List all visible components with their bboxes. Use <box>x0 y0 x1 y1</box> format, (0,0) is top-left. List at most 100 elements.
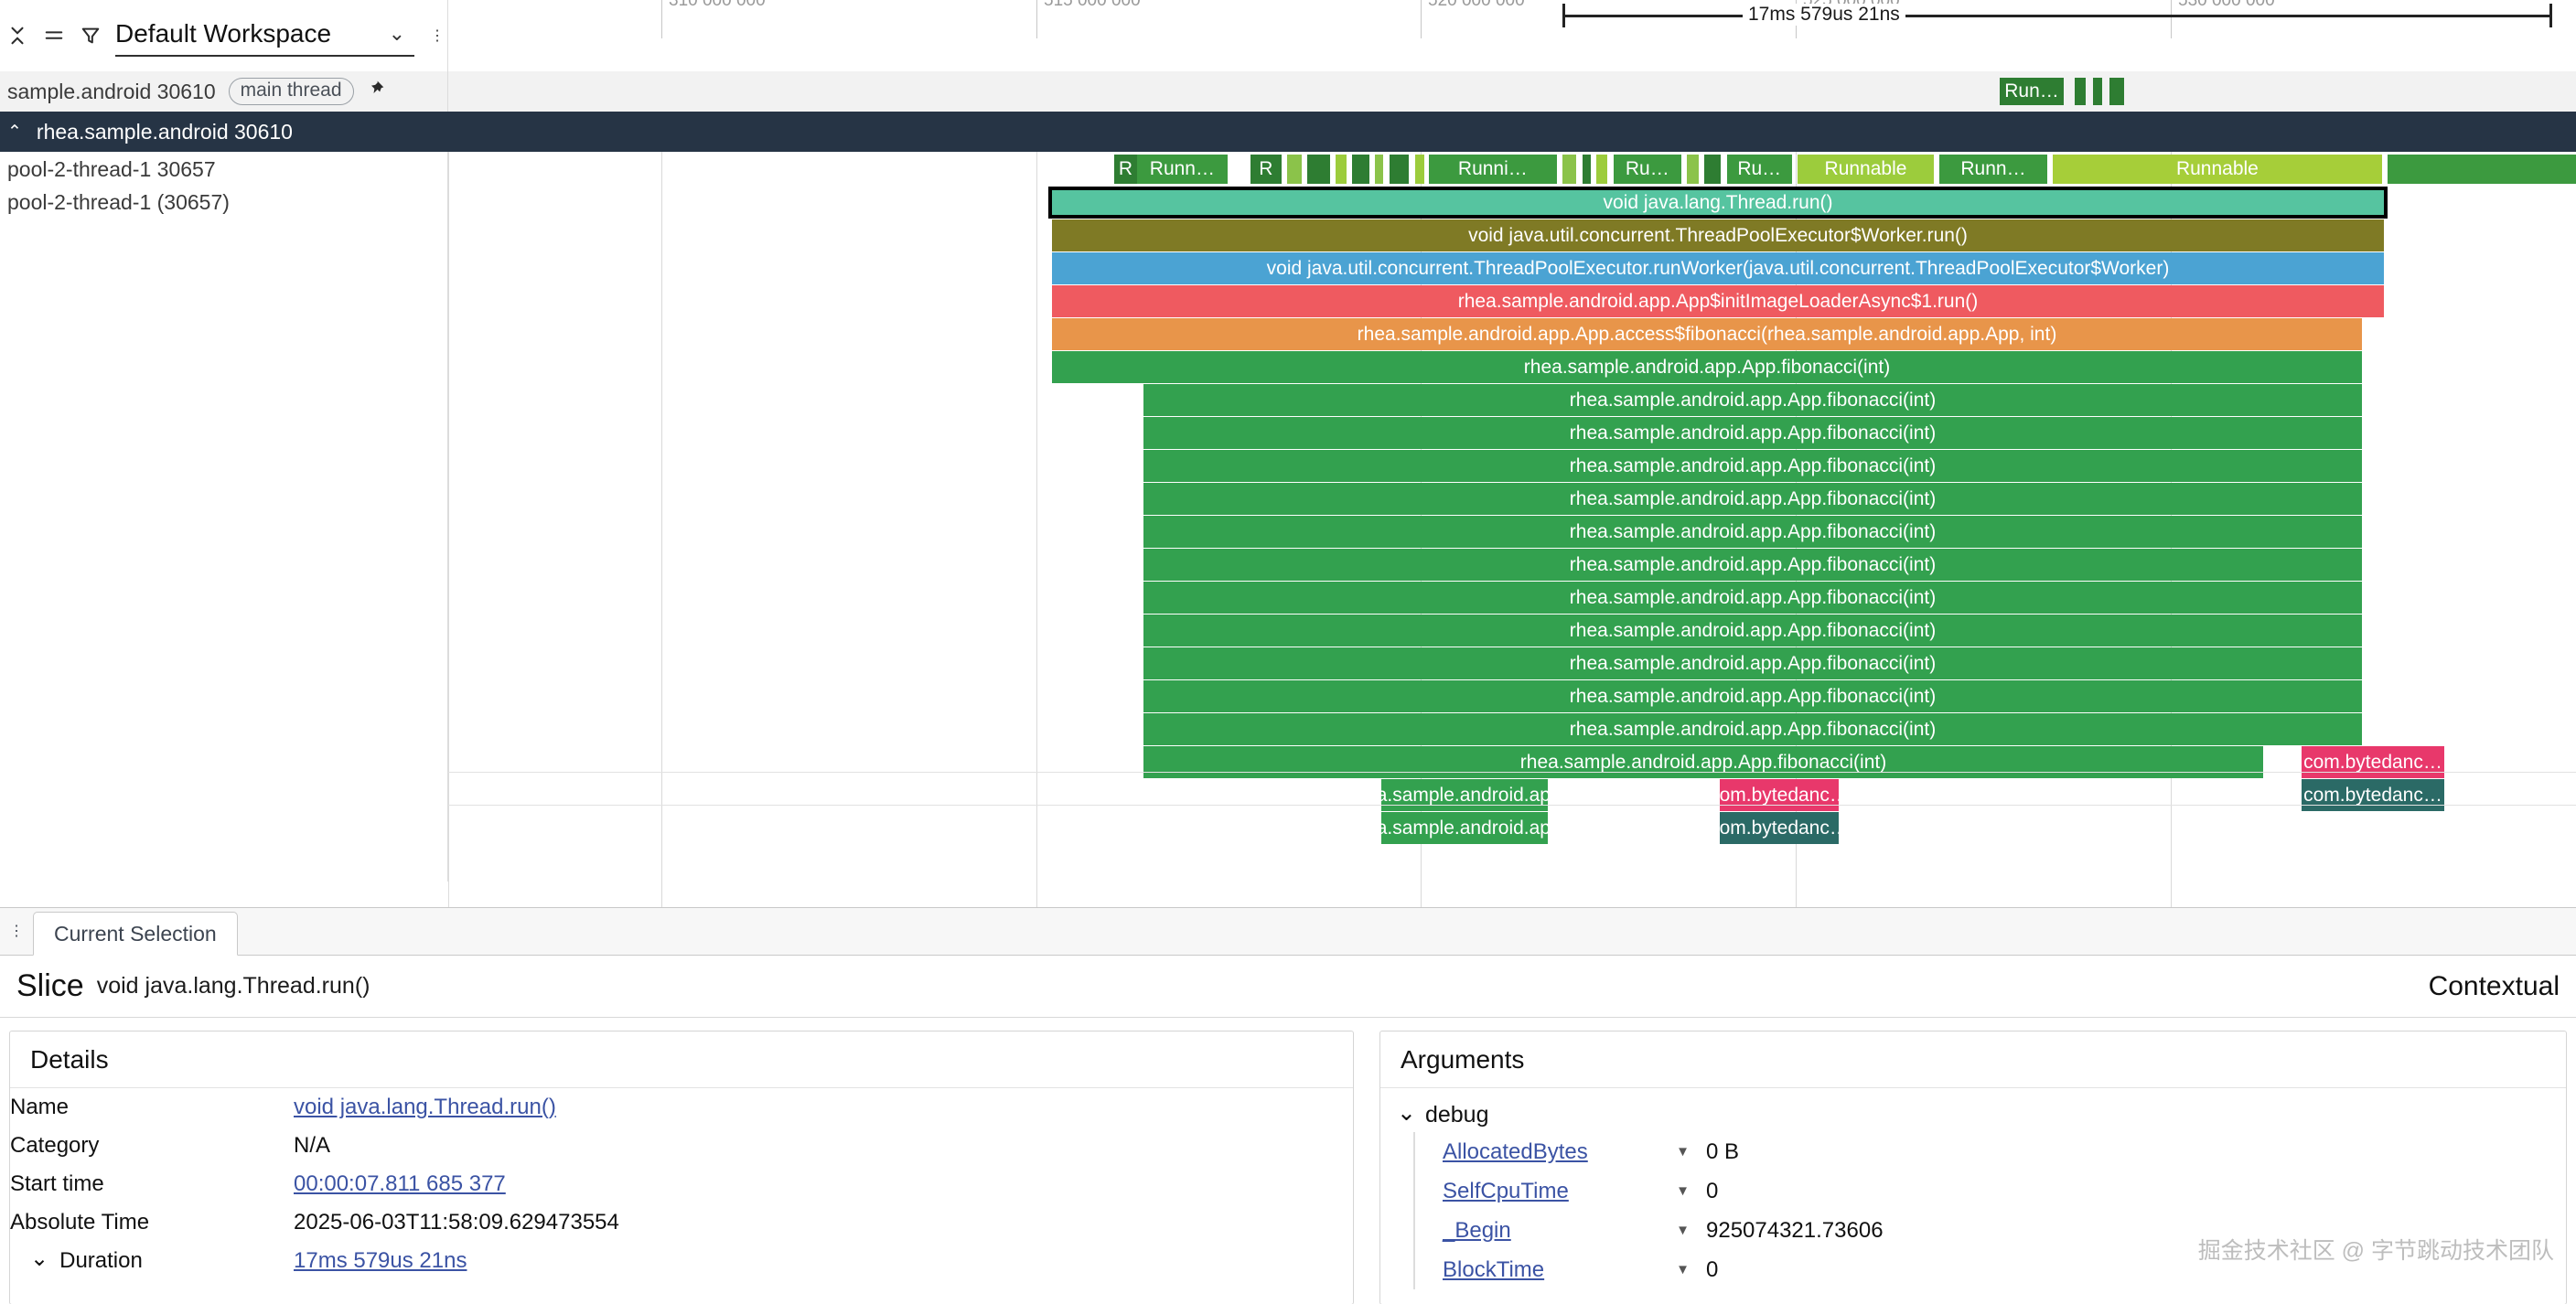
thread-state-slice[interactable] <box>1389 155 1410 184</box>
slice-canvas[interactable]: void java.lang.Thread.run()void java.uti… <box>448 187 2576 882</box>
thread-state-slice[interactable] <box>1287 155 1302 184</box>
argument-key-wrap[interactable]: SelfCpuTime ▼ <box>1443 1179 1690 1204</box>
thread-state-slice[interactable]: Running <box>2387 155 2576 184</box>
thread-state-slice[interactable]: Ru… <box>1613 155 1681 184</box>
pin-icon[interactable] <box>367 80 385 103</box>
process-summary-canvas[interactable]: Run… <box>448 71 2576 112</box>
chevron-down-icon[interactable]: ▼ <box>1676 1144 1690 1160</box>
thread-state-slice[interactable]: Run… <box>2000 78 2064 105</box>
slice[interactable]: rhea.sample.android.app.App.fibonacci(in… <box>1143 680 2362 712</box>
thread-state-slice[interactable] <box>1375 155 1384 184</box>
chevron-down-icon[interactable]: ⌄ <box>1397 1100 1416 1126</box>
thread-state-slice[interactable]: Runnable <box>2053 155 2382 184</box>
slice[interactable]: rhea.sample.android.app… <box>1381 779 1548 811</box>
chevron-down-icon[interactable]: ▼ <box>1676 1183 1690 1199</box>
details-value[interactable]: 00:00:07.811 685 377 <box>294 1165 1353 1203</box>
slice[interactable]: rhea.sample.android.app.App.fibonacci(in… <box>1143 746 2263 778</box>
thread-state-slice[interactable]: Runn… <box>1939 155 2047 184</box>
slice[interactable]: rhea.sample.android.app.App.fibonacci(in… <box>1143 384 2362 416</box>
thread-state-slice[interactable]: Runni… <box>1429 155 1557 184</box>
selection-handle[interactable] <box>2549 4 2552 27</box>
panel-drag-handle-icon[interactable]: ⋮ <box>9 924 24 939</box>
slice[interactable]: rhea.sample.android.app.App.fibonacci(in… <box>1052 351 2362 383</box>
details-key[interactable]: ⌄Duration <box>30 1246 143 1273</box>
argument-key-wrap[interactable]: AllocatedBytes ▼ <box>1443 1139 1690 1165</box>
slice[interactable]: rhea.sample.android.app.App.fibonacci(in… <box>1143 582 2362 614</box>
slice[interactable]: com.bytedanc… <box>1720 812 1839 844</box>
chevron-down-icon[interactable]: ▼ <box>1676 1223 1690 1238</box>
argument-key-wrap[interactable]: BlockTime ▼ <box>1443 1257 1690 1283</box>
thread-state-slice[interactable] <box>1596 155 1608 184</box>
chevron-down-icon[interactable]: ▼ <box>1676 1262 1690 1277</box>
slice[interactable]: rhea.sample.android.app… <box>1381 812 1548 844</box>
slice[interactable]: rhea.sample.android.app.App.fibonacci(in… <box>1143 549 2362 581</box>
tab-current-selection[interactable]: Current Selection <box>33 912 238 956</box>
thread-state-slice[interactable] <box>2109 78 2124 105</box>
workspace-selector[interactable]: Default Workspace ⌄ <box>115 15 414 57</box>
slice[interactable]: void java.lang.Thread.run() <box>1048 187 2388 219</box>
track-process-group[interactable]: ⌃rhea.sample.android 30610 <box>0 112 2576 152</box>
thread-state-slice[interactable]: R <box>1114 155 1137 184</box>
menu-icon[interactable] <box>42 24 66 48</box>
thread-state-slice[interactable] <box>1687 155 1699 184</box>
slice[interactable]: void java.util.concurrent.ThreadPoolExec… <box>1052 219 2384 251</box>
arguments-group-label: debug <box>1424 1101 1489 1128</box>
chevron-up-icon[interactable]: ⌃ <box>7 122 22 142</box>
argument-key-wrap[interactable]: _Begin ▼ <box>1443 1218 1690 1244</box>
track-gridline <box>448 71 449 907</box>
slice[interactable]: rhea.sample.android.app.App.fibonacci(in… <box>1143 713 2362 745</box>
thread-state-slice[interactable] <box>1306 155 1330 184</box>
details-value[interactable]: void java.lang.Thread.run() <box>294 1088 1353 1127</box>
thread-state-slice[interactable] <box>2075 78 2086 105</box>
slice[interactable]: rhea.sample.android.app.App$initImageLoa… <box>1052 285 2384 317</box>
selection-handle[interactable] <box>1562 4 1565 27</box>
argument-key[interactable]: SelfCpuTime <box>1443 1178 1569 1203</box>
thread-state-slice[interactable] <box>2093 78 2102 105</box>
collapse-icon[interactable] <box>5 24 29 48</box>
chevron-down-icon[interactable]: ⌄ <box>388 22 405 45</box>
details-value-link[interactable]: void java.lang.Thread.run() <box>294 1095 556 1119</box>
argument-key[interactable]: BlockTime <box>1443 1256 1545 1282</box>
thread-state-slice[interactable]: R <box>1250 155 1282 184</box>
track-label-slices[interactable]: pool-2-thread-1 (30657) <box>0 187 448 882</box>
slice[interactable]: rhea.sample.android.app.App.fibonacci(in… <box>1143 417 2362 449</box>
slice[interactable]: void java.util.concurrent.ThreadPoolExec… <box>1052 252 2384 284</box>
slice[interactable]: rhea.sample.android.app.App.fibonacci(in… <box>1143 647 2362 679</box>
slice[interactable]: rhea.sample.android.app.App.fibonacci(in… <box>1143 450 2362 482</box>
workspace-kebab-icon[interactable]: ⋮ <box>430 28 445 44</box>
arguments-group-debug[interactable]: ⌄ debug <box>1380 1088 2566 1132</box>
chevron-down-icon[interactable]: ⌄ <box>30 1246 49 1271</box>
thread-state-slice[interactable]: Runn… <box>1136 155 1228 184</box>
details-value[interactable]: 17ms 579us 21ns <box>294 1242 1353 1280</box>
thread-state-slice[interactable] <box>1703 155 1722 184</box>
selection-span[interactable] <box>1562 15 2552 17</box>
slice[interactable]: rhea.sample.android.app.App.fibonacci(in… <box>1143 516 2362 548</box>
details-value-link[interactable]: 17ms 579us 21ns <box>294 1248 467 1273</box>
track-label-thread-state[interactable]: pool-2-thread-1 30657 <box>0 152 448 187</box>
slice[interactable]: com.bytedanc… <box>1720 779 1839 811</box>
thread-state-slice[interactable] <box>1414 155 1425 184</box>
argument-key[interactable]: AllocatedBytes <box>1443 1138 1588 1164</box>
track-slices[interactable]: pool-2-thread-1 (30657)void java.lang.Th… <box>0 187 2576 882</box>
track-label-group[interactable]: ⌃rhea.sample.android 30610 <box>0 112 448 152</box>
thread-state-slice[interactable] <box>1582 155 1591 184</box>
slice[interactable]: rhea.sample.android.app.App.fibonacci(in… <box>1143 483 2362 515</box>
thread-state-slice[interactable] <box>1335 155 1347 184</box>
thread-state-slice[interactable] <box>1562 155 1577 184</box>
details-row: ⌄Duration 17ms 579us 21ns <box>10 1242 1353 1280</box>
filter-icon[interactable] <box>79 24 102 48</box>
slice[interactable]: com.bytedanc… <box>2302 746 2444 778</box>
argument-key[interactable]: _Begin <box>1443 1217 1511 1243</box>
thread-state-slice[interactable] <box>1352 155 1369 184</box>
slice[interactable]: rhea.sample.android.app.App.fibonacci(in… <box>1143 615 2362 647</box>
details-value-link[interactable]: 00:00:07.811 685 377 <box>294 1171 506 1196</box>
slice[interactable]: com.bytedanc… <box>2302 779 2444 811</box>
slice[interactable]: rhea.sample.android.app.App.access$fibon… <box>1052 318 2362 350</box>
thread-state-slice[interactable]: Ru… <box>1726 155 1792 184</box>
thread-state-slice[interactable]: Runnable <box>1798 155 1934 184</box>
